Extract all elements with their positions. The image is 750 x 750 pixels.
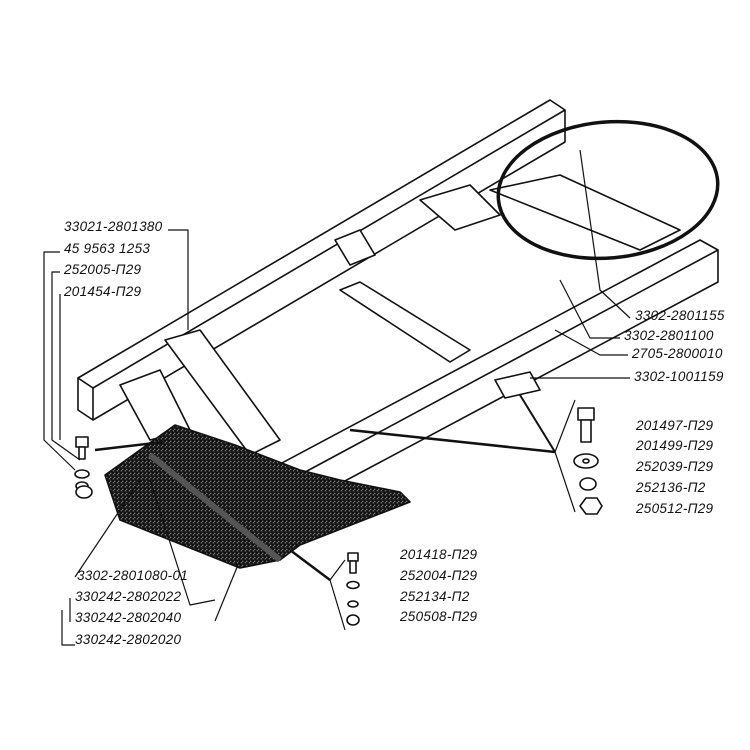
part-label: 201497-П29: [636, 418, 714, 433]
part-label: 250512-П29: [636, 501, 714, 516]
skid-plate: [104, 424, 411, 569]
part-label: 250508-П29: [400, 609, 478, 624]
part-label: 3302-1001159: [634, 369, 724, 384]
cross-members: [119, 174, 681, 456]
part-label: 201499-П29: [636, 438, 714, 453]
part-label: 252039-П29: [636, 459, 714, 474]
part-label: 252136-П2: [636, 480, 706, 495]
part-label: 201454-П29: [64, 284, 142, 299]
part-label: 3302-2801080-01: [77, 568, 189, 583]
left-side-rail: [77, 99, 566, 421]
part-label: 252005-П29: [64, 262, 142, 277]
bottom-fasteners: [346, 552, 360, 626]
part-label: 330242-2802040: [75, 610, 182, 625]
part-label: 3302-2801100: [624, 328, 714, 343]
part-label: 330242-2802022: [75, 589, 182, 604]
part-label: 45 9563 1253: [64, 241, 151, 256]
part-label: 33021-2801380: [64, 219, 163, 234]
right-fasteners: [573, 407, 603, 515]
part-label: 252004-П29: [400, 568, 478, 583]
highlight-ellipse: [496, 119, 720, 261]
left-fasteners: [74, 436, 93, 499]
part-label: 3302-2801155: [635, 308, 725, 323]
part-label: 201418-П29: [400, 547, 478, 562]
part-label: 252134-П2: [400, 589, 470, 604]
part-label: 2705-2800010: [632, 346, 723, 361]
leader-lines: [43, 149, 631, 646]
part-label: 330242-2802020: [75, 632, 182, 647]
